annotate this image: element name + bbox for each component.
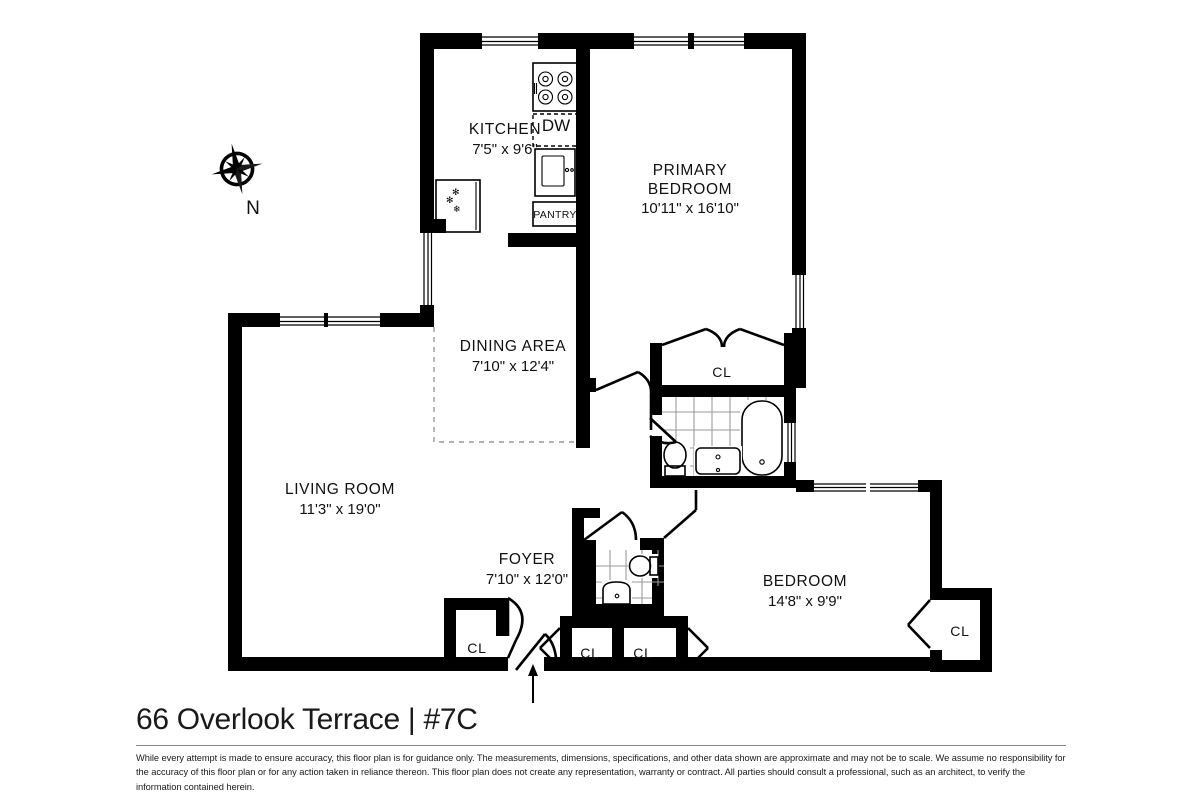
room-labels: KITCHEN 7'5" x 9'6" PRIMARY BEDROOM 10'1… xyxy=(285,121,847,610)
door-swings xyxy=(506,327,931,671)
room-dim-dining-area: 7'10" x 12'4" xyxy=(472,358,554,375)
dishwasher-icon xyxy=(532,113,578,147)
shower-icon xyxy=(602,580,632,605)
room-label-dining-area: DINING AREA xyxy=(460,338,567,355)
door-bathroom xyxy=(649,417,677,445)
compass-rose-icon xyxy=(211,143,263,195)
closet-label-foyer-right: CL xyxy=(633,645,653,661)
room-dim-foyer: 7'10" x 12'0" xyxy=(486,571,568,588)
door-closet-bedroom xyxy=(907,599,931,649)
diagonal-wall-corridor xyxy=(663,490,698,539)
room-label-bedroom: BEDROOM xyxy=(763,573,847,590)
window-kitchen-top xyxy=(482,34,538,47)
closet-label-living: CL xyxy=(467,640,487,656)
window-dining-left xyxy=(421,233,434,305)
room-dim-living-room: 11'3" x 19'0" xyxy=(299,501,380,518)
room-label-foyer: FOYER xyxy=(499,551,555,568)
windows-group xyxy=(280,34,918,493)
kitchen-sink-icon xyxy=(534,148,576,197)
room-dim-kitchen: 7'5" x 9'6" xyxy=(472,141,538,158)
room-label-living-room: LIVING ROOM xyxy=(285,481,395,498)
svg-text:✻: ✻ xyxy=(452,187,460,197)
window-primary-right xyxy=(793,275,806,328)
floor-plan-svg: DW PANTRY ✻ ✻ ❄ xyxy=(211,33,992,703)
page-title: 66 Overlook Terrace | #7C xyxy=(136,703,478,736)
room-dim-bedroom: 14'8" x 9'9" xyxy=(768,593,842,610)
stove-icon xyxy=(532,62,578,112)
entry-arrow-icon xyxy=(528,664,538,703)
kitchen-fixtures: DW PANTRY ✻ ✻ ❄ xyxy=(435,62,578,233)
window-bedroom-top xyxy=(814,481,918,493)
door-closet-foyer-right xyxy=(687,627,709,669)
window-living-top xyxy=(280,314,380,327)
floor-plan-canvas: DW PANTRY ✻ ✻ ❄ xyxy=(211,33,992,703)
vanity-sink-icon xyxy=(694,446,742,476)
door-hall-dining xyxy=(595,370,653,395)
closet-label-bath: CL xyxy=(712,364,732,380)
wall-structure xyxy=(228,33,992,672)
window-bath-right xyxy=(785,423,797,462)
disclaimer-text: While every attempt is made to ensure ac… xyxy=(136,753,1066,792)
closet-labels: CL CL CL CL CL xyxy=(467,364,970,661)
primary-bathroom-fixtures xyxy=(662,397,784,477)
svg-text:✻: ✻ xyxy=(446,195,454,205)
bathtub-icon xyxy=(740,400,784,476)
refrigerator-icon: ✻ ✻ ❄ xyxy=(435,179,481,233)
compass-north-label: N xyxy=(246,198,260,219)
pantry-label: PANTRY xyxy=(533,209,576,221)
toilet-icon xyxy=(628,554,659,578)
pantry-icon xyxy=(532,201,578,227)
room-label-primary-bedroom-2: BEDROOM xyxy=(648,181,732,198)
room-label-primary-bedroom: PRIMARY xyxy=(653,162,728,179)
closet-label-foyer-left: CL xyxy=(580,645,600,661)
footer-divider xyxy=(136,745,1066,746)
room-label-kitchen: KITCHEN xyxy=(469,121,541,138)
door-closet-living xyxy=(506,596,524,659)
window-primary-top xyxy=(634,34,744,47)
half-bathroom-fixtures xyxy=(596,550,664,605)
entry-door xyxy=(514,633,558,671)
room-dim-primary-bedroom: 10'11" x 16'10" xyxy=(641,200,739,217)
door-closet-bath xyxy=(661,327,785,348)
door-foyer xyxy=(583,510,638,542)
dishwasher-label: DW xyxy=(542,116,570,135)
closet-label-bedroom: CL xyxy=(950,623,970,639)
toilet-icon xyxy=(662,440,690,477)
svg-text:❄: ❄ xyxy=(453,204,461,214)
living-dining-divider xyxy=(433,327,576,443)
door-closet-foyer-left xyxy=(539,627,561,669)
